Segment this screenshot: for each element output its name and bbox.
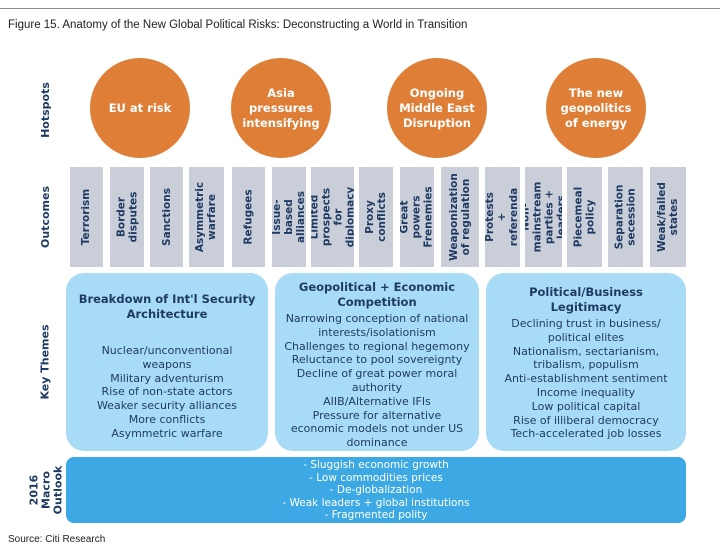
outcome-label: Non-mainstream parties + leaders (525, 181, 562, 253)
hotspot-label: The new geopolitics of energy (560, 85, 632, 130)
theme-item: Asymmetric warfare (111, 426, 223, 440)
row-label-hotspots: Hotspots (26, 60, 66, 160)
hotspot-label: Asia pressures intensifying (242, 85, 320, 130)
row-label-key-themes-text: Key Themes (39, 324, 52, 400)
outcome-label: Sanctions (160, 188, 173, 246)
figure-title: Figure 15. Anatomy of the New Global Pol… (8, 19, 468, 31)
macro-item: - Fragmented polity (324, 509, 428, 522)
outcome-label: Protests + referenda (485, 187, 520, 247)
outcome-box: Weak/failed states (650, 167, 686, 267)
theme-item: Nuclear/unconventional (101, 344, 233, 357)
theme-item: political elites (547, 330, 625, 344)
outcome-box: Terrorism (70, 167, 103, 267)
row-label-key-themes: Key Themes (26, 273, 66, 451)
theme-item: Income inequality (536, 385, 636, 399)
outcome-box: Protests + referenda (485, 167, 520, 267)
outcome-label: Weak/failed states (656, 182, 681, 252)
outcome-label: Weaponization of regulation (448, 173, 473, 261)
theme-item: Rise of non-state actors (101, 385, 233, 399)
theme-item: AIIB/Alternative IFIs (323, 394, 431, 408)
theme-competition: Geopolitical + Economic Competition Narr… (275, 273, 479, 451)
outcome-label: Border disputes (115, 191, 139, 243)
macro-item: - Low commodities prices (309, 471, 443, 484)
theme-item: Decline of great power moral (296, 367, 458, 381)
source-note: Source: Citi Research (8, 534, 106, 545)
outcome-label: Piecemeal policy (572, 186, 597, 248)
macro-outlook-box: - Sluggish economic growth - Low commodi… (66, 457, 686, 523)
row-label-outcomes: Outcomes (26, 167, 66, 267)
hotspot-label: Ongoing Middle East Disruption (399, 85, 475, 130)
hotspot-circle: EU at risk (90, 58, 190, 158)
theme-title: Political/Business Legitimacy (529, 285, 643, 314)
outcome-box: Non-mainstream parties + leaders (525, 167, 562, 267)
theme-item: weapons (142, 357, 192, 371)
top-rule (0, 8, 720, 9)
theme-item: authority (351, 380, 403, 394)
theme-title: Breakdown of Int'l Security Architecture (78, 292, 256, 321)
outcome-box: Limited prospects for diplomacy (311, 167, 354, 267)
theme-item: Tech-accelerated job losses (510, 427, 662, 441)
theme-item: Low political capital (531, 399, 641, 413)
theme-item: Weaker security alliances (96, 399, 238, 413)
theme-item: Challenges to regional hegemony (284, 339, 470, 353)
theme-item: More conflicts (128, 412, 206, 426)
theme-item: Military adventurism (110, 371, 224, 385)
macro-item: - Sluggish economic growth (303, 459, 449, 471)
outcome-label: Refugees (242, 189, 255, 245)
theme-item: tribalism, populism (533, 358, 639, 372)
outcome-label: Asymmetric warfare (194, 181, 219, 253)
theme-security: Breakdown of Int'l Security Architecture… (66, 273, 268, 451)
outcome-label: Separation secession (613, 184, 638, 250)
macro-item: - Weak leaders + global institutions (282, 496, 470, 509)
row-label-outcomes-text: Outcomes (39, 186, 52, 248)
theme-item: economic models not under US (290, 422, 464, 436)
theme-item: Pressure for alternative (312, 408, 442, 422)
outcome-label: Terrorism (80, 188, 93, 246)
outcome-box: Great powers Frenemies (400, 167, 434, 267)
theme-item: Narrowing conception of national (285, 312, 469, 325)
hotspot-circle: Asia pressures intensifying (231, 58, 331, 158)
row-label-hotspots-text: Hotspots (39, 82, 52, 138)
outcome-box: Sanctions (150, 167, 183, 267)
macro-item: - De-globalization (329, 484, 423, 497)
outcome-box: Refugees (232, 167, 265, 267)
theme-legitimacy: Political/Business Legitimacy Declining … (486, 273, 686, 451)
outcome-label: Issue-based alliances (272, 190, 306, 244)
outcome-box: Asymmetric warfare (189, 167, 224, 267)
outcome-label: Proxy conflicts (364, 192, 388, 242)
theme-item: interests/isolationism (318, 325, 436, 339)
theme-item: dominance (346, 436, 408, 450)
theme-item: Declining trust in business/ (511, 317, 661, 330)
outcome-box: Separation secession (608, 167, 643, 267)
theme-item: Anti-establishment sentiment (504, 372, 668, 386)
hotspot-circle: Ongoing Middle East Disruption (387, 58, 487, 158)
outcome-box: Proxy conflicts (359, 167, 393, 267)
row-label-macro: 2016 Macro Outlook (26, 457, 66, 523)
theme-title: Geopolitical + Economic Competition (298, 280, 456, 309)
outcome-box: Border disputes (110, 167, 144, 267)
theme-item: Reluctance to pool sovereignty (291, 353, 463, 367)
outcome-box: Weaponization of regulation (441, 167, 479, 267)
theme-item: Nationalism, sectarianism, (512, 344, 660, 358)
outcome-label: Limited prospects for diplomacy (311, 186, 354, 248)
outcome-label: Great powers Frenemies (400, 186, 434, 248)
hotspot-label: EU at risk (108, 100, 172, 115)
theme-item: Rise of illiberal democracy (513, 413, 659, 427)
row-label-macro-text: 2016 Macro Outlook (27, 465, 65, 515)
hotspot-circle: The new geopolitics of energy (546, 58, 646, 158)
outcome-box: Issue-based alliances (272, 167, 306, 267)
outcome-box: Piecemeal policy (567, 167, 602, 267)
